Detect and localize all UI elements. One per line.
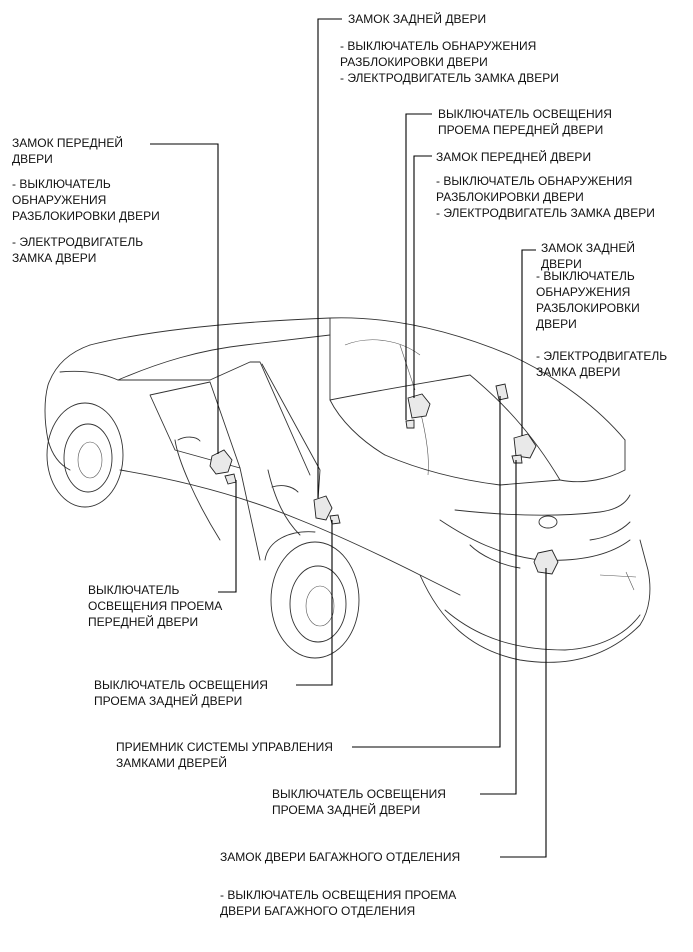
car-body <box>44 317 651 663</box>
label-front-lock-right: ЗАМОК ПЕРЕДНЕЙ ДВЕРИ <box>436 150 592 164</box>
leader-front-courtesy-top <box>405 113 432 420</box>
label-front-lock-left-item2: - ЭЛЕКТРОДВИГАТЕЛЬ ЗАМКА ДВЕРИ <box>12 235 144 265</box>
label-rear-lock-top: ЗАМОК ЗАДНЕЙ ДВЕРИ <box>348 12 487 26</box>
leader-front-lock-right <box>413 155 432 398</box>
label-front-lock-left: ЗАМОК ПЕРЕДНЕЙ ДВЕРИ <box>12 136 123 166</box>
label-front-lock-left-item1: - ВЫКЛЮЧАТЕЛЬ ОБНАРУЖЕНИЯ РАЗБЛОКИРОВКИ … <box>12 177 160 223</box>
label-receiver: ПРИЕМНИК СИСТЕМЫ УПРАВЛЕНИЯ ЗАМКАМИ ДВЕР… <box>116 740 333 770</box>
label-rear-courtesy-left: ВЫКЛЮЧАТЕЛЬ ОСВЕЩЕНИЯ ПРОЕМА ЗАДНЕЙ ДВЕР… <box>94 678 268 708</box>
label-rear-courtesy-bottom: ВЫКЛЮЧАТЕЛЬ ОСВЕЩЕНИЯ ПРОЕМА ЗАДНЕЙ ДВЕР… <box>272 787 446 817</box>
front-courtesy-left-part <box>224 473 237 485</box>
rear-lock-left-part <box>313 495 333 521</box>
component-parts <box>209 383 559 575</box>
label-rear-lock-top-items: - ВЫКЛЮЧАТЕЛЬ ОБНАРУЖЕНИЯ РАЗБЛОКИРОВКИ … <box>340 39 559 85</box>
front-wheel <box>46 402 124 508</box>
rear-lock-right-part <box>513 433 537 459</box>
leader-rear-lock-top <box>317 18 342 498</box>
leader-rear-courtesy-left <box>296 520 333 686</box>
leader-front-lock-left <box>150 143 219 454</box>
rear-wheel <box>264 531 360 659</box>
label-trunk-lock-item: - ВЫКЛЮЧАТЕЛЬ ОСВЕЩЕНИЯ ПРОЕМА ДВЕРИ БАГ… <box>220 888 457 918</box>
leader-receiver <box>352 396 501 748</box>
leader-lines <box>150 18 547 858</box>
leader-front-courtesy-left <box>218 480 237 593</box>
front-courtesy-right-part <box>405 419 415 429</box>
label-front-courtesy-left: ВЫКЛЮЧАТЕЛЬ ОСВЕЩЕНИЯ ПРОЕМА ПЕРЕДНЕЙ ДВ… <box>88 583 223 629</box>
front-lock-left-part <box>209 449 233 475</box>
label-front-lock-right-items: - ВЫКЛЮЧАТЕЛЬ ОБНАРУЖЕНИЯ РАЗБЛОКИРОВКИ … <box>436 174 655 220</box>
leader-rear-lock-right <box>521 249 536 436</box>
trunk-lock-part <box>533 549 559 575</box>
rear-courtesy-right-part <box>511 454 523 464</box>
leader-trunk-lock <box>500 568 547 858</box>
label-rear-lock-right-item1: - ВЫКЛЮЧАТЕЛЬ ОБНАРУЖЕНИЯ РАЗБЛОКИРОВКИ … <box>536 269 640 331</box>
leader-rear-courtesy-bottom <box>480 460 517 795</box>
receiver-part <box>495 383 509 401</box>
label-rear-lock-right-item2: - ЭЛЕКТРОДВИГАТЕЛЬ ЗАМКА ДВЕРИ <box>536 349 668 379</box>
front-lock-right-part <box>407 393 431 419</box>
label-rear-lock-right: ЗАМОК ЗАДНЕЙ ДВЕРИ <box>541 241 635 271</box>
label-trunk-lock: ЗАМОК ДВЕРИ БАГАЖНОГО ОТДЕЛЕНИЯ <box>220 850 461 864</box>
label-front-courtesy-top: ВЫКЛЮЧАТЕЛЬ ОСВЕЩЕНИЯ ПРОЕМА ПЕРЕДНЕЙ ДВ… <box>438 107 612 137</box>
